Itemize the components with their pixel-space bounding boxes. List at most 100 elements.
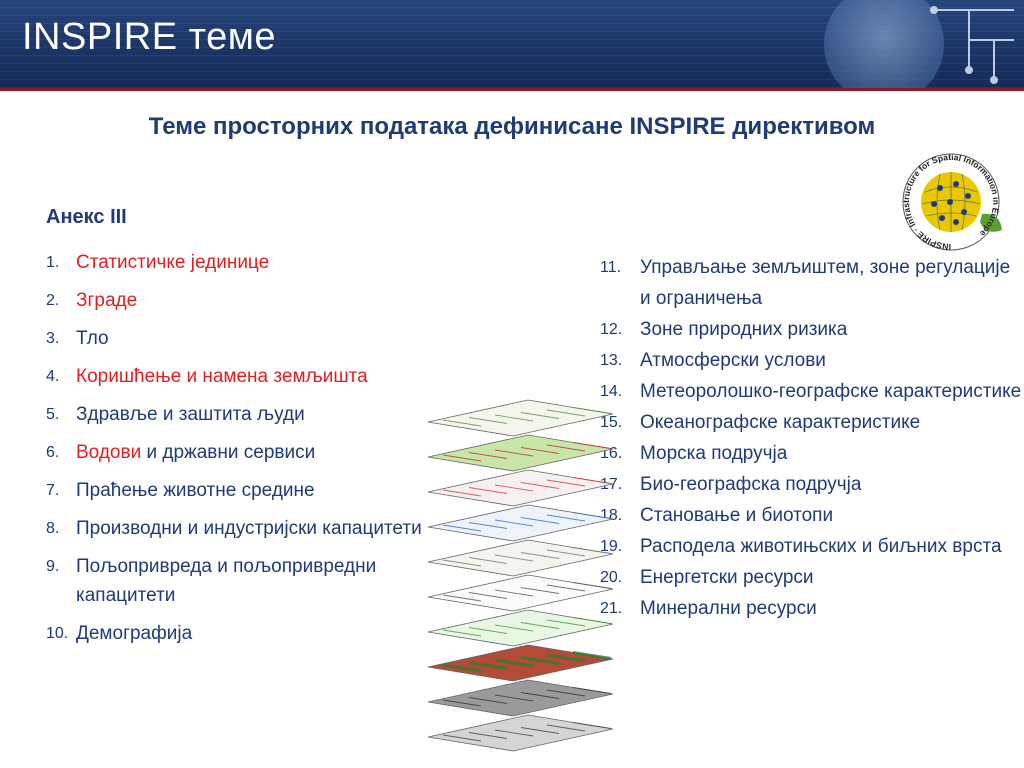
map-layer-line xyxy=(546,409,586,417)
map-layer-line xyxy=(546,689,586,697)
map-layer-line xyxy=(546,724,586,732)
list-item: 2. Зграде xyxy=(46,286,446,315)
map-layer-line xyxy=(520,727,560,734)
list-item: 5. Здравље и заштита људи xyxy=(46,400,446,429)
list-item: 19. Расподела животињских и биљних врста xyxy=(600,531,1024,562)
map-layer-line xyxy=(442,699,482,707)
map-layer-line xyxy=(546,549,586,557)
map-layer xyxy=(427,574,614,612)
map-layer-line xyxy=(494,658,534,668)
map-layer xyxy=(427,469,614,507)
item-number: 9. xyxy=(46,558,60,575)
map-layer-line xyxy=(572,442,612,449)
map-layer-line xyxy=(442,524,482,532)
list-item: 1. Статистичке јединице xyxy=(46,248,446,277)
list-item: 17.Био-географска подручја xyxy=(600,469,1024,500)
list-item: 4.Коришћење и намена земљишта xyxy=(46,362,446,391)
item-text: Зоне природних ризика xyxy=(640,319,848,340)
map-layer-line xyxy=(442,594,482,602)
map-layer-line xyxy=(572,547,612,554)
map-layers-illustration xyxy=(427,399,614,752)
globe-decoration xyxy=(824,0,1014,88)
item-number: 1. xyxy=(46,254,60,271)
item-text: Метеоролошко-географске карактеристике xyxy=(640,381,1022,402)
annex-list-right: 11.Управљање земљиштем, зоне регулације … xyxy=(600,252,1024,624)
item-number: 6. xyxy=(46,444,60,461)
slide-title: INSPIRE теме xyxy=(22,16,276,58)
list-item: 3.Тло xyxy=(46,324,446,353)
map-layer-line xyxy=(520,656,560,665)
map-layer-line xyxy=(494,449,534,457)
map-layer xyxy=(427,399,614,437)
map-layer-line xyxy=(442,454,482,462)
map-layer-line xyxy=(572,617,612,624)
item-text: Минерални ресурси xyxy=(640,598,817,619)
map-layer-line xyxy=(572,722,612,729)
list-item: 18.Становање и биотопи xyxy=(600,500,1024,531)
map-layer-line xyxy=(520,692,560,699)
list-item: 7. Праћење животне средине xyxy=(46,476,446,505)
item-text: Морска подручја xyxy=(640,443,788,464)
item-number: 7. xyxy=(46,482,60,499)
map-layer-line xyxy=(468,487,508,494)
map-layer-line xyxy=(442,734,482,742)
list-item: 8.Производни и индустријски капацитети xyxy=(46,514,446,543)
map-layer-line xyxy=(468,522,508,529)
map-layer-line xyxy=(442,419,482,427)
annex-heading: Анекс III xyxy=(46,206,127,228)
item-text: Зграде xyxy=(76,290,138,311)
item-number: 14. xyxy=(600,383,623,400)
item-text: Здравље и заштита људи xyxy=(76,404,305,425)
map-layer xyxy=(427,504,614,542)
map-layer xyxy=(427,609,614,647)
item-text: Статистичке јединице xyxy=(76,252,270,273)
map-layer-line xyxy=(468,697,508,704)
item-number: 13. xyxy=(600,352,623,369)
item-text: Пољопривреда и пољопривредни капацитети xyxy=(76,556,377,606)
map-layer-line xyxy=(572,477,612,484)
map-layer-line xyxy=(520,622,560,629)
list-item: 14. Метеоролошко-географске карактеристик… xyxy=(600,376,1024,407)
header-bar: INSPIRE теме xyxy=(0,0,1024,88)
map-layer-line xyxy=(572,687,612,694)
list-item: 16.Морска подручја xyxy=(600,438,1024,469)
map-layer-line xyxy=(546,479,586,487)
map-layer-line xyxy=(546,584,586,592)
list-item: 15.Океанографске карактеристике xyxy=(600,407,1024,438)
map-layer-line xyxy=(520,482,560,489)
map-layer-line xyxy=(494,694,534,702)
map-layer-line xyxy=(520,552,560,559)
item-text: и државни сервиси xyxy=(141,442,316,463)
item-text: Расподела животињских и биљних врста xyxy=(640,536,1002,557)
item-text: Океанографске карактеристике xyxy=(640,412,921,433)
map-layer-line xyxy=(494,484,534,492)
map-layer-line xyxy=(572,407,612,414)
item-text: Коришћење и намена земљишта xyxy=(76,366,368,387)
item-text: Праћење животне средине xyxy=(76,480,315,501)
map-layer-line xyxy=(468,661,508,670)
map-layer-line xyxy=(546,653,586,663)
map-layer-line xyxy=(572,512,612,519)
header-divider xyxy=(0,88,1024,91)
map-layer-line xyxy=(546,444,586,452)
item-number: 20. xyxy=(600,569,623,586)
map-layer-line xyxy=(442,489,482,497)
map-layer-line xyxy=(494,554,534,562)
map-layer-line xyxy=(494,519,534,527)
item-text: Производни и индустријски капацитети xyxy=(76,518,422,539)
item-number: 19. xyxy=(600,538,623,555)
item-number: 12. xyxy=(600,321,623,338)
item-number: 2. xyxy=(46,292,60,309)
list-item: 6.Водови и државни сервиси xyxy=(46,438,446,467)
item-text: Становање и биотопи xyxy=(640,505,834,526)
list-item: 13.Атмосферски услови xyxy=(600,345,1024,376)
item-text: Енергетски ресурси xyxy=(640,567,814,588)
item-text: Демографија xyxy=(76,623,193,644)
map-layer-line xyxy=(468,417,508,424)
map-layer-line xyxy=(494,624,534,632)
item-number: 5. xyxy=(46,406,60,423)
slide-subtitle: Теме просторних података дефинисане INSP… xyxy=(148,113,876,140)
map-layer-line xyxy=(442,663,482,673)
item-text: Тло xyxy=(76,328,109,349)
map-layer-line xyxy=(520,517,560,524)
